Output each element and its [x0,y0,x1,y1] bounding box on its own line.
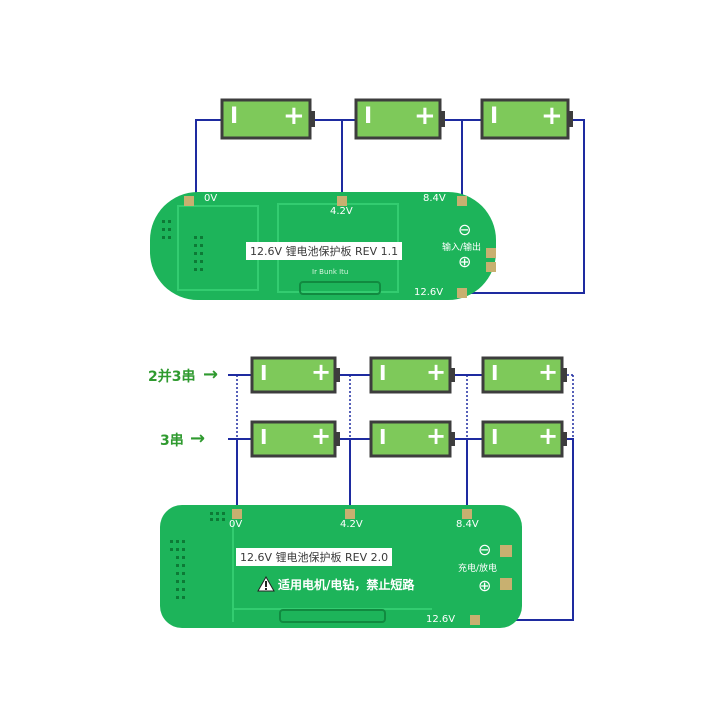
battery-minus-symbol: I [230,104,239,129]
battery-bot-r2-2 [369,420,455,458]
top-wiring [195,119,585,294]
minus-terminal-icon: ⊖ [478,540,492,559]
parallel-series-label: 2并3串 [148,369,196,385]
arrow-icon: → [190,428,206,449]
battery-plus-symbol: + [538,358,559,386]
battery-minus-symbol: I [491,361,499,385]
battery-minus-symbol: I [491,425,499,449]
pad-label-0v: 0V [229,519,243,530]
battery-plus-symbol: + [541,101,563,131]
minus-terminal-icon: ⊖ [458,220,472,239]
wire-bot-126v [478,438,574,621]
battery-plus-symbol: + [311,422,332,450]
wire-0v-top [195,119,222,200]
pad-label-4-2v: 4.2V [340,519,363,530]
battery-plus-symbol: + [426,422,447,450]
wire-42v-top [310,119,343,200]
series-label: 3串 [160,433,184,449]
battery-bot-r1-2 [369,356,455,394]
board-title: 12.6V 锂电池保护板 REV 1.1 [246,242,403,260]
pad-label-8-4v: 8.4V [456,519,479,530]
battery-plus-symbol: + [538,422,559,450]
battery-top-1 [220,98,315,140]
battery-plus-symbol: + [426,358,447,386]
battery-bot-r1-3 [481,356,567,394]
pad-label-4-2v: 4.2V [330,206,353,217]
battery-plus-symbol: + [283,101,305,131]
battery-minus-symbol: I [364,104,373,129]
io-label: 充电/放电 [458,564,498,574]
pad-label-12-6v: 12.6V [414,287,444,298]
battery-plus-symbol: + [414,101,436,131]
battery-minus-symbol: I [260,425,268,449]
warning-text: 适用电机/电钻，禁止短路 [278,578,415,592]
plus-terminal-icon: ⊕ [478,576,492,595]
pcb-board-bottom [160,505,522,628]
arrow-icon: → [203,364,219,385]
pad-label-8-4v: 8.4V [423,193,446,204]
battery-minus-symbol: I [379,425,387,449]
battery-bot-r2-1 [250,420,340,458]
io-label: 输入/输出 [442,243,482,253]
battery-minus-symbol: I [260,361,268,385]
bottom-wiring [228,374,574,621]
board-title: 12.6V 锂电池保护板 REV 2.0 [236,548,393,566]
wire-126v-top [462,119,585,294]
battery-top-3 [480,98,573,140]
battery-bot-r2-3 [481,420,567,458]
pad-label-12-6v: 12.6V [426,614,456,625]
battery-bot-r1-1 [250,356,340,394]
pad-label-0v: 0V [204,193,218,204]
battery-minus-symbol: I [379,361,387,385]
battery-minus-symbol: I [490,104,499,129]
battery-plus-symbol: + [311,358,332,386]
plus-terminal-icon: ⊕ [458,252,472,271]
wire-84v-top [440,119,463,200]
bottom-dotted-links [236,374,574,439]
battery-top-2 [354,98,445,140]
silkscreen-text: Ir Bunk Itu [312,268,349,276]
